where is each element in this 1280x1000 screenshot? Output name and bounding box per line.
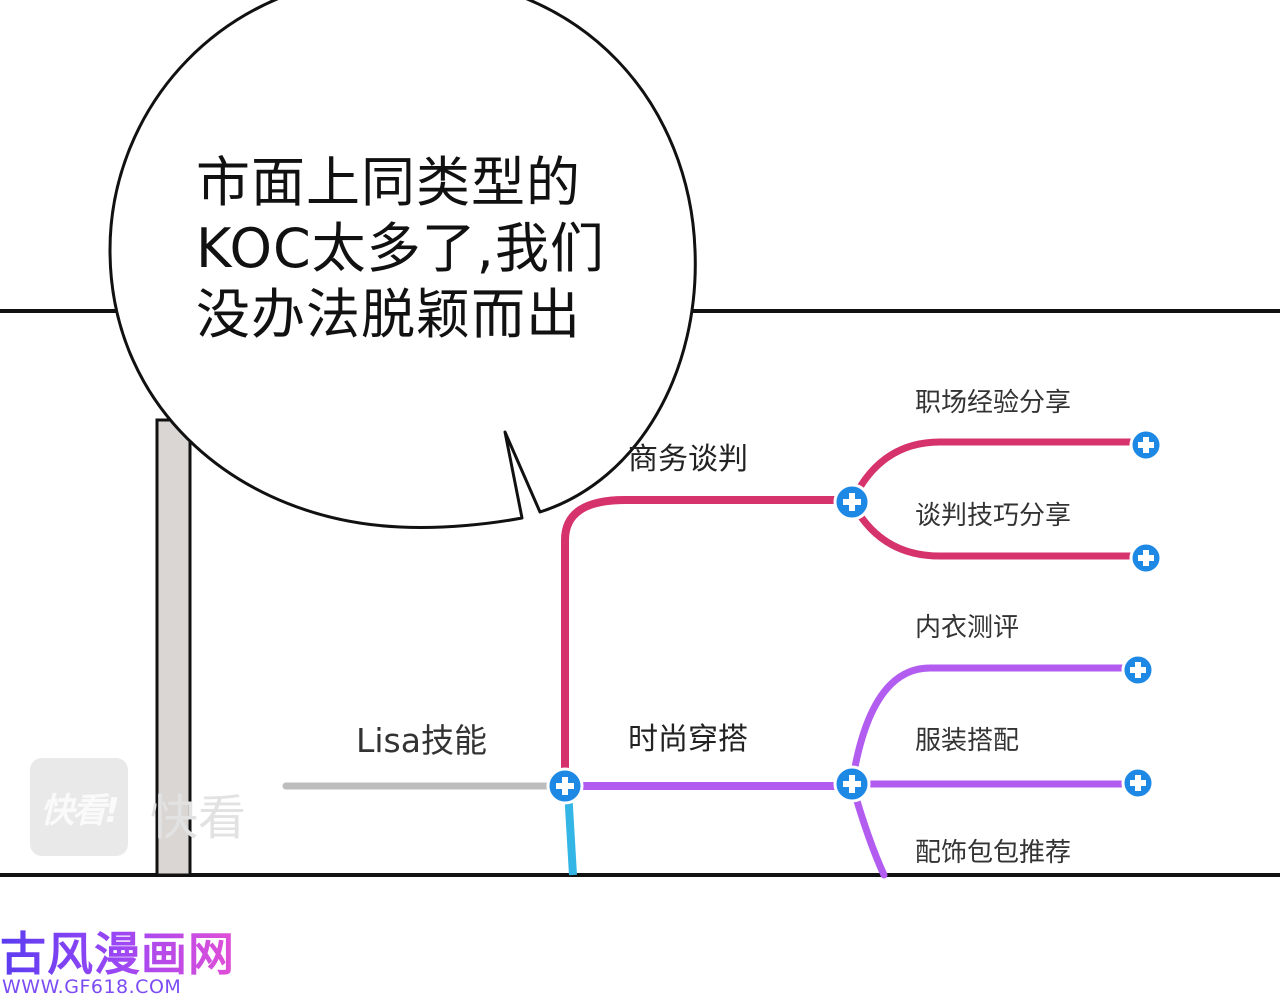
screen-side-bezel bbox=[155, 418, 192, 877]
branch-line-third bbox=[564, 789, 577, 876]
leaf-line-workplace bbox=[848, 438, 1150, 506]
watermark-logo-text: 快看! bbox=[40, 790, 120, 831]
speech-line-2: KOC太多了,我们 bbox=[196, 217, 605, 280]
site-brand: 古风漫画网 bbox=[0, 918, 235, 984]
mindmap-leaf-outfit[interactable]: 服装搭配 bbox=[915, 726, 1020, 756]
outfit-expand-icon[interactable] bbox=[1121, 766, 1155, 800]
mindmap-leaf-negotiation[interactable]: 谈判技巧分享 bbox=[915, 501, 1072, 531]
workplace-expand-icon[interactable] bbox=[1129, 428, 1163, 462]
negotiation-expand-icon[interactable] bbox=[1129, 541, 1163, 575]
mindmap-branch-business[interactable]: 商务谈判 bbox=[628, 442, 748, 477]
site-url: WWW.GF618.COM bbox=[2, 976, 182, 998]
mindmap-leaf-lingerie[interactable]: 内衣测评 bbox=[915, 613, 1020, 643]
speech-text: 市面上同类型的 KOC太多了,我们 没办法脱颖而出 bbox=[196, 150, 656, 348]
mindmap-leaf-workplace[interactable]: 职场经验分享 bbox=[915, 388, 1072, 418]
kuaikan-logo-icon: 快看! bbox=[30, 758, 128, 856]
watermark-text: 快看 bbox=[150, 790, 247, 846]
fashion-expand-node[interactable] bbox=[833, 765, 871, 803]
lingerie-expand-icon[interactable] bbox=[1121, 653, 1155, 687]
speech-line-1: 市面上同类型的 bbox=[196, 151, 581, 214]
speech-line-3: 没办法脱颖而出 bbox=[196, 283, 581, 346]
branch-line-business bbox=[561, 496, 854, 790]
mindmap-branch-fashion[interactable]: 时尚穿搭 bbox=[628, 722, 748, 757]
leaf-line-lingerie bbox=[848, 664, 1142, 788]
speech-bubble bbox=[108, 0, 697, 529]
root-expand-node[interactable] bbox=[546, 767, 584, 805]
mindmap-leaf-accessories[interactable]: 配饰包包推荐 bbox=[915, 838, 1072, 868]
mindmap-root-label[interactable]: Lisa技能 bbox=[356, 721, 487, 760]
business-expand-node[interactable] bbox=[833, 483, 871, 521]
